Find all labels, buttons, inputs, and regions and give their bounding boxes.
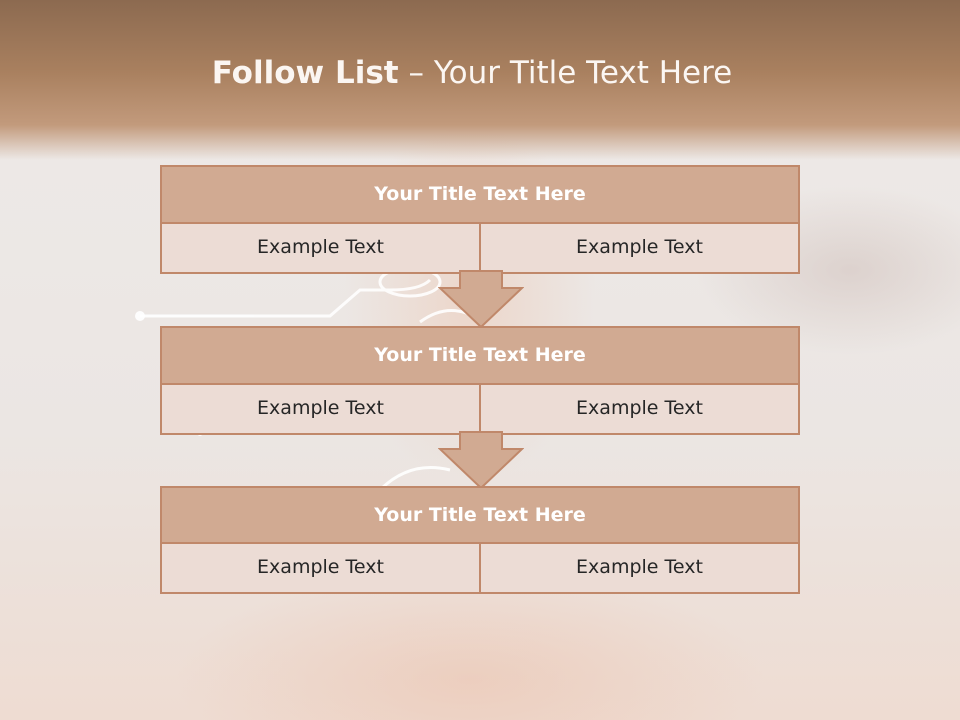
step-block-2-title: Your Title Text Here — [162, 328, 798, 385]
down-arrow-icon — [438, 431, 524, 489]
step-block-1: Your Title Text Here Example Text Exampl… — [160, 165, 800, 274]
step-block-1-row: Example Text Example Text — [162, 224, 798, 272]
step-block-3-right: Example Text — [479, 544, 798, 592]
step-block-1-left: Example Text — [257, 236, 384, 258]
step-block-1-right: Example Text — [479, 224, 798, 272]
page-title: Follow List – Your Title Text Here — [0, 55, 944, 91]
step-block-3-row: Example Text Example Text — [162, 544, 798, 592]
step-block-2-row: Example Text Example Text — [162, 385, 798, 433]
down-arrow-icon — [438, 270, 524, 328]
step-block-3-title: Your Title Text Here — [162, 488, 798, 544]
step-block-3: Your Title Text Here Example Text Exampl… — [160, 486, 800, 594]
page-title-bold: Follow List — [211, 55, 399, 91]
step-block-3-left: Example Text — [257, 556, 384, 578]
page-title-rest: – Your Title Text Here — [408, 55, 733, 91]
step-block-2-right: Example Text — [479, 385, 798, 433]
step-block-2-left: Example Text — [257, 397, 384, 419]
step-block-2: Your Title Text Here Example Text Exampl… — [160, 326, 800, 435]
title-banner — [0, 0, 960, 160]
step-block-1-title: Your Title Text Here — [162, 167, 798, 224]
